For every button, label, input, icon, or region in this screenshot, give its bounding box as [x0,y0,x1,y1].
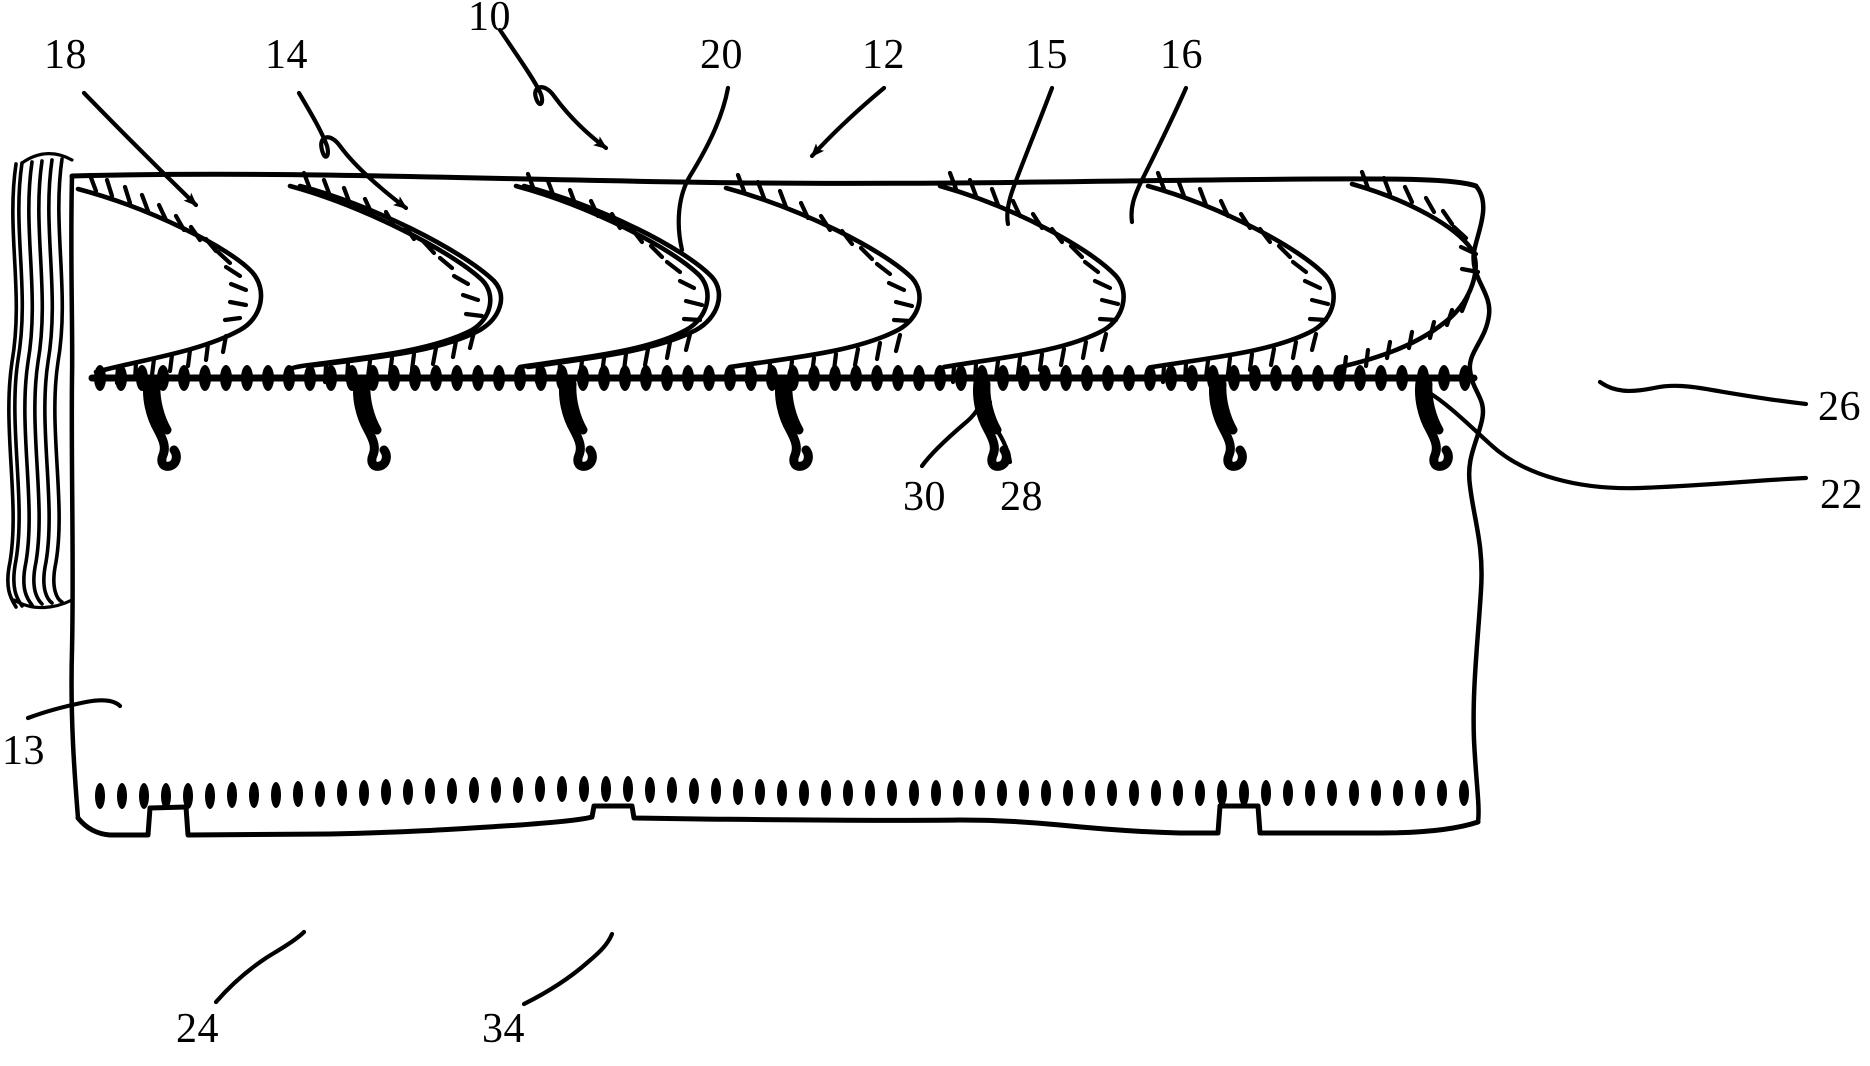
leader-14 [296,90,409,211]
hook-element [1415,377,1453,471]
bottom-edge-with-notches [75,803,1481,838]
ref-numeral-26: 26 [1818,384,1861,430]
leader-30 [919,395,985,469]
ref-numeral-12: 12 [862,32,905,78]
bottom-dotted-band [95,776,1469,809]
ref-numeral-10: 10 [468,0,511,40]
ref-numeral-16: 16 [1160,32,1203,78]
hook-element [1209,377,1247,471]
left-wavy-fold [6,152,74,610]
leader-13 [25,698,123,721]
top-edge-yarn [69,171,1479,189]
leader-10 [497,27,609,151]
ref-numeral-15: 15 [1025,32,1068,78]
ref-numeral-13: 13 [2,728,45,774]
leader-12 [809,85,887,159]
leader-22 [1425,389,1809,491]
leader-28 [987,399,1013,465]
right-selvedge [1466,183,1492,825]
ref-numeral-28: 28 [1000,474,1043,520]
leader-34 [521,931,615,1007]
leader-20 [676,85,731,253]
hook-element [143,377,181,471]
ref-numeral-22: 22 [1820,472,1863,518]
zigzag-lap-band [75,181,1478,375]
ref-numeral-20: 20 [700,32,743,78]
zigzag-barbs [87,169,1481,390]
hook-element [353,377,391,471]
leader-16 [1129,85,1189,225]
left-body-edge [69,173,81,821]
hook-element [559,377,597,471]
hook-elements [143,377,1453,471]
leader-15 [1005,85,1055,227]
ref-numeral-30: 30 [903,474,946,520]
hook-element [775,377,813,471]
leader-24 [213,929,307,1005]
ref-numeral-34: 34 [482,1006,525,1052]
leader-lines [25,27,1809,1007]
leader-18 [81,90,199,208]
leader-26 [1597,379,1809,407]
ref-numeral-24: 24 [176,1006,219,1052]
ref-numeral-18: 18 [44,32,87,78]
ref-numeral-14: 14 [265,32,308,78]
